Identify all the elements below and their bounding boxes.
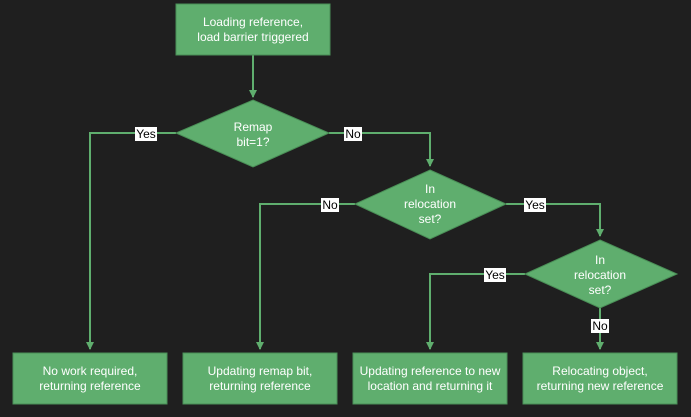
svg-text:Updating remap bit,: Updating remap bit, <box>208 364 313 378</box>
relocation-decision-1: In relocation set? <box>353 169 508 240</box>
svg-text:In: In <box>595 253 605 267</box>
svg-text:No work required,: No work required, <box>43 364 138 378</box>
svg-text:Yes: Yes <box>136 127 156 141</box>
svg-text:returning reference: returning reference <box>209 379 311 393</box>
edge-label-reloc1-no: No <box>321 198 339 212</box>
svg-text:load barrier triggered: load barrier triggered <box>197 30 308 44</box>
edge-label-reloc2-yes: Yes <box>484 268 506 282</box>
svg-text:returning reference: returning reference <box>39 379 141 393</box>
result-relocating: Relocating object, returning new referen… <box>522 352 678 405</box>
edge-label-remap-no: No <box>344 127 362 141</box>
edge-remap-no <box>329 132 434 167</box>
relocation-decision-2: In relocation set? <box>523 239 679 309</box>
result-update-ref: Updating reference to new location and r… <box>352 352 508 405</box>
edge-reloc2-yes <box>426 273 525 350</box>
edge-labels: Yes No No Yes Yes No <box>135 127 609 333</box>
svg-text:Yes: Yes <box>485 268 505 282</box>
result-update-remap: Updating remap bit, returning reference <box>182 352 338 405</box>
svg-text:set?: set? <box>419 212 442 226</box>
start-node: Loading reference, load barrier triggere… <box>175 3 331 56</box>
svg-text:No: No <box>322 198 338 212</box>
svg-text:No: No <box>345 127 361 141</box>
svg-text:bit=1?: bit=1? <box>236 135 269 149</box>
remap-decision: Remap bit=1? <box>174 99 331 168</box>
svg-text:In: In <box>425 182 435 196</box>
svg-text:Yes: Yes <box>525 198 545 212</box>
edge-label-remap-yes: Yes <box>135 127 157 141</box>
svg-text:Loading reference,: Loading reference, <box>203 15 303 29</box>
edges <box>86 55 604 350</box>
svg-text:set?: set? <box>589 283 612 297</box>
result-no-work: No work required, returning reference <box>12 352 168 405</box>
svg-text:Relocating object,: Relocating object, <box>552 364 647 378</box>
svg-text:returning new reference: returning new reference <box>537 379 664 393</box>
svg-text:location and returning it: location and returning it <box>368 379 493 393</box>
svg-text:No: No <box>592 319 608 333</box>
edge-remap-yes <box>86 132 176 350</box>
edge-label-reloc1-yes: Yes <box>524 198 546 212</box>
svg-text:Remap: Remap <box>234 120 273 134</box>
edge-reloc1-yes <box>506 203 604 237</box>
svg-text:relocation: relocation <box>404 197 456 211</box>
svg-text:relocation: relocation <box>574 268 626 282</box>
edge-label-reloc2-no: No <box>591 319 609 333</box>
edge-reloc1-no <box>256 203 355 350</box>
svg-text:Updating reference to new: Updating reference to new <box>360 364 501 378</box>
